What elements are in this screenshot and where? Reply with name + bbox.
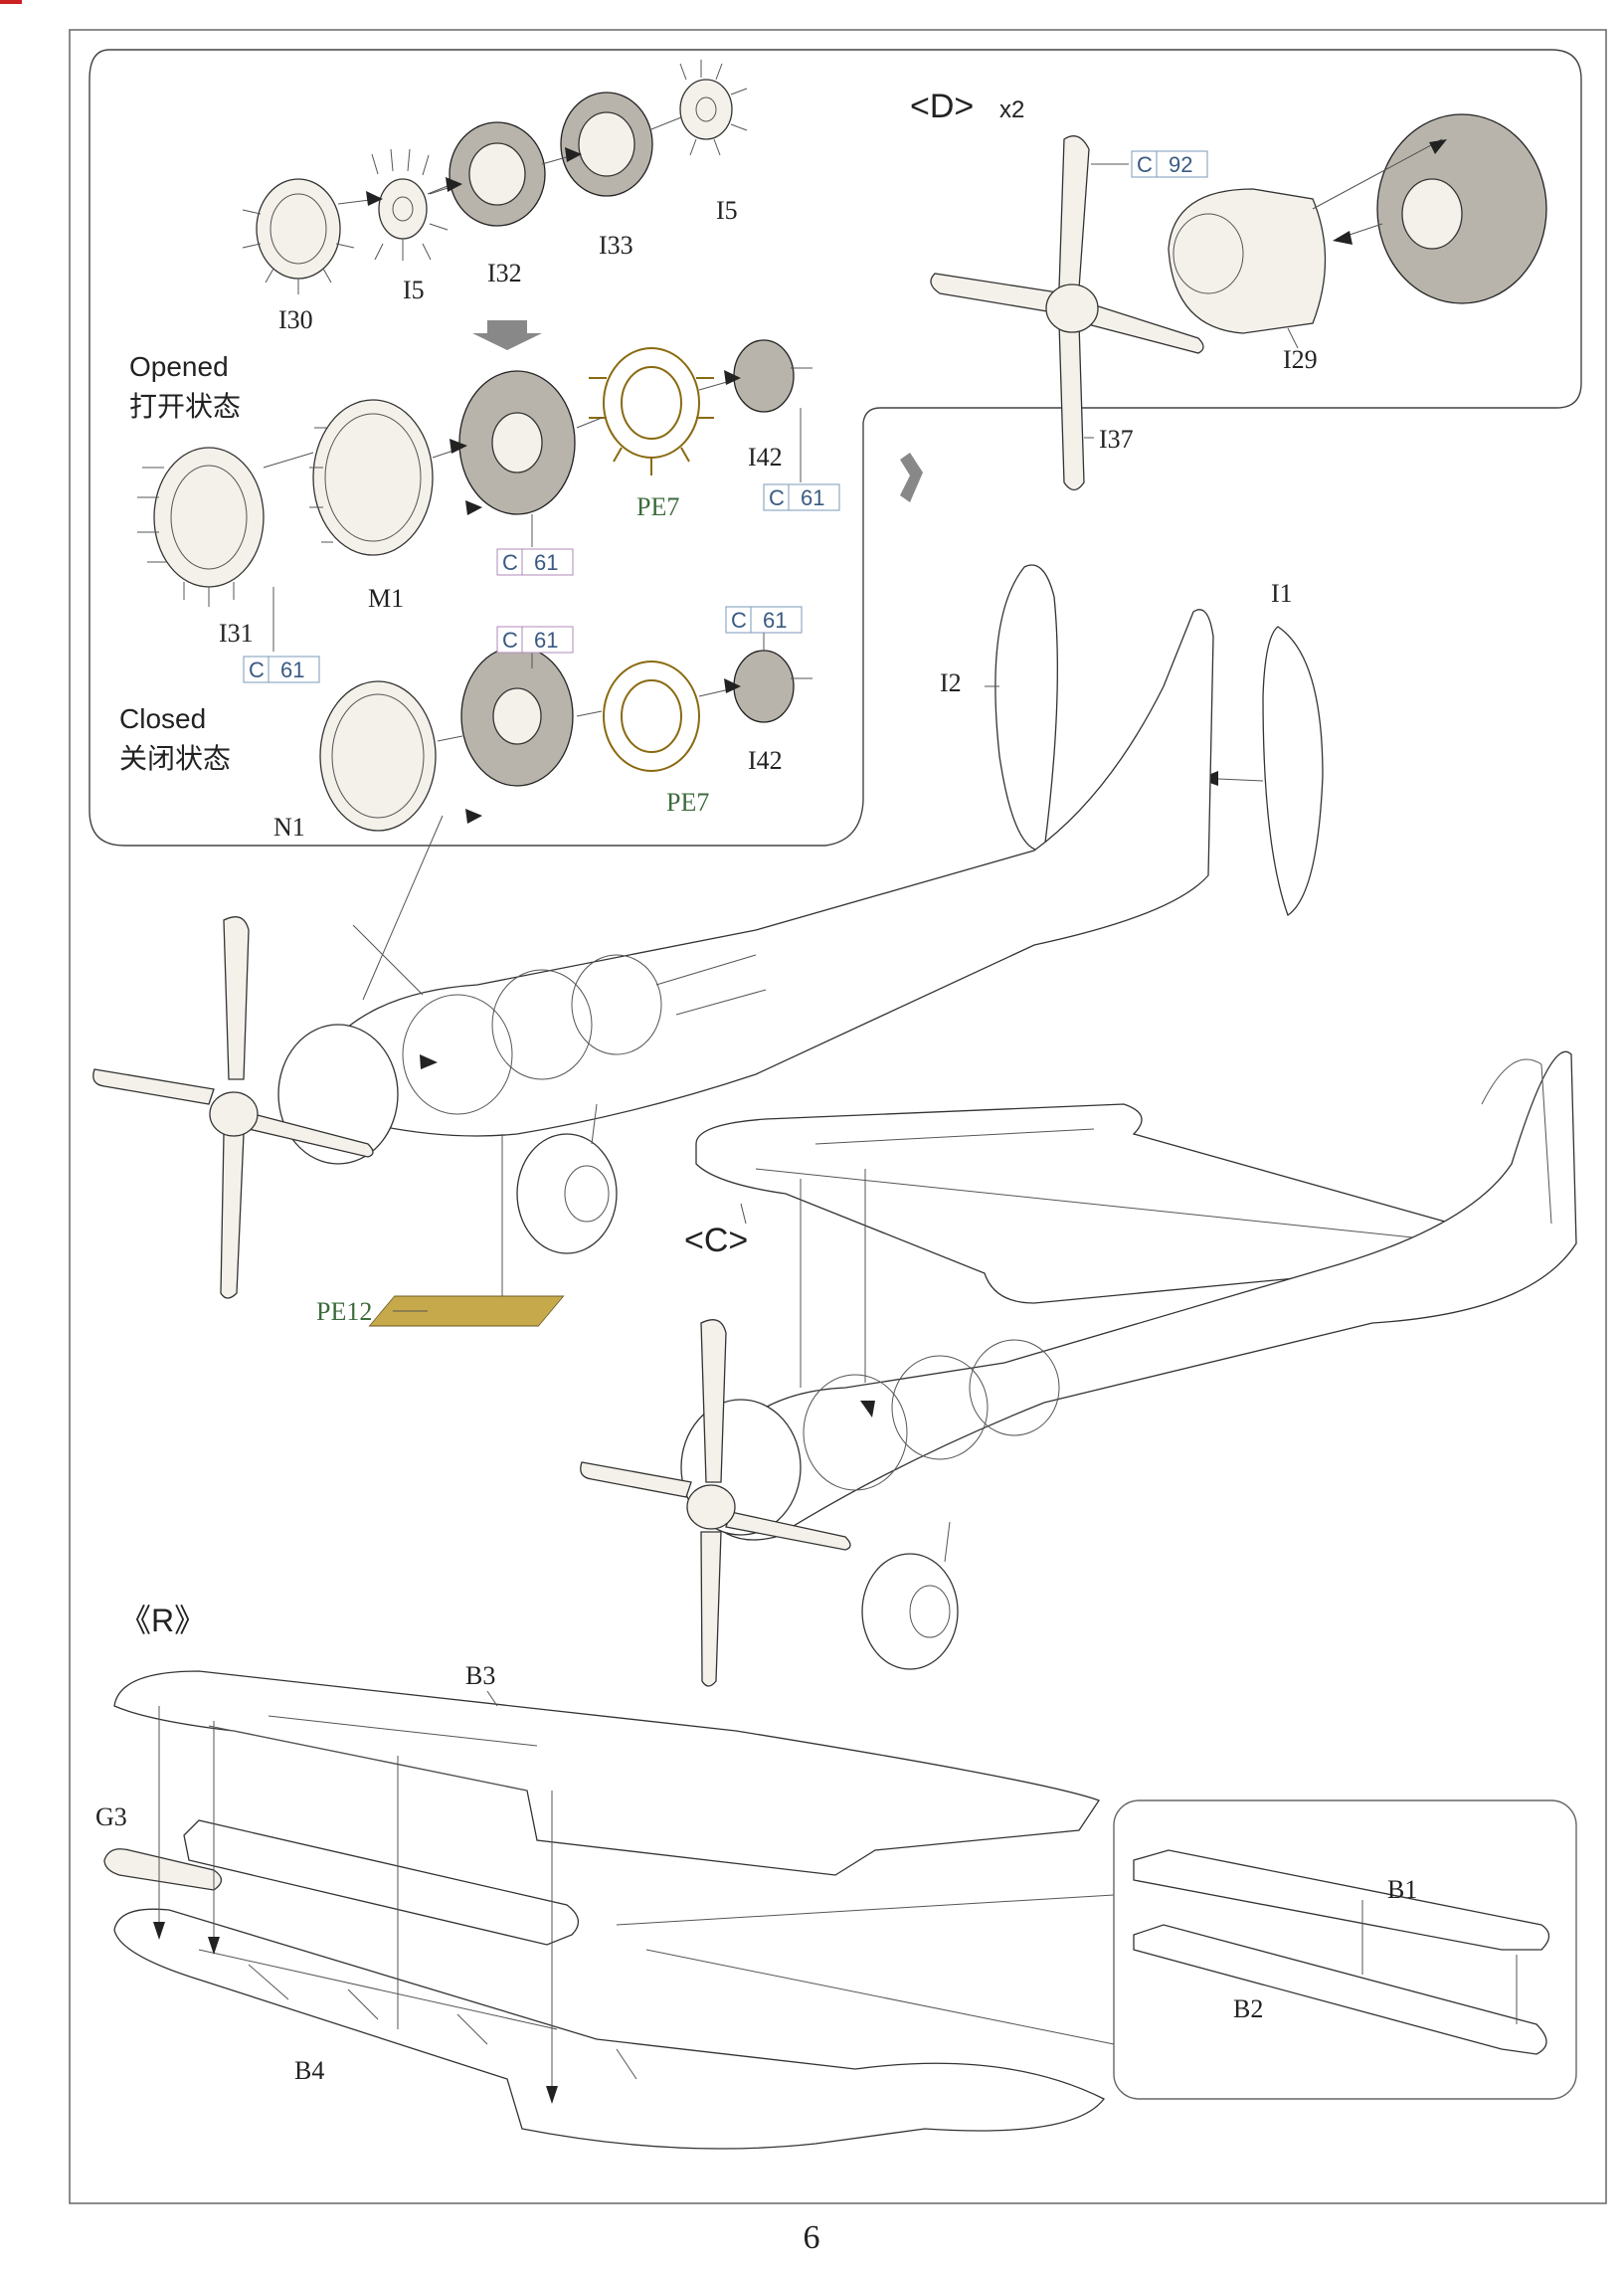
page-number: 6 xyxy=(804,2219,820,2256)
svg-text:61: 61 xyxy=(280,658,304,682)
part-g3-gun-pod xyxy=(103,1848,223,1891)
label-g3: G3 xyxy=(95,1802,127,1831)
part-b1-flap-upper xyxy=(1133,1849,1550,1951)
main-propeller-lower xyxy=(580,1319,851,1687)
label-i33: I33 xyxy=(599,231,633,260)
part-i33-cylinder-row xyxy=(560,92,653,197)
opened-title-en: Opened xyxy=(129,351,229,382)
part-i42-hub-closed xyxy=(733,650,812,723)
part-i37-propeller xyxy=(930,135,1204,491)
svg-text:61: 61 xyxy=(534,550,558,575)
label-i5-a: I5 xyxy=(403,276,425,304)
main-propeller-upper xyxy=(92,916,374,1299)
top-left-tab xyxy=(0,0,22,4)
svg-text:C: C xyxy=(502,628,518,653)
part-i29-spinner-cowl xyxy=(1168,188,1327,334)
part-engine-d xyxy=(1337,113,1547,304)
main-gear-lower xyxy=(861,1521,959,1670)
label-i32: I32 xyxy=(487,259,522,287)
svg-text:C: C xyxy=(249,658,265,682)
part-i5-gear-a xyxy=(371,148,449,261)
color-ref-engine-closed: C 61 xyxy=(496,626,574,668)
part-pe7-exhaust-opened xyxy=(589,347,714,475)
label-m1: M1 xyxy=(368,584,404,613)
subassembly-d: <D> x2 C 92 I37 I2 xyxy=(910,88,1547,491)
svg-text:92: 92 xyxy=(1169,152,1192,177)
label-b3: B3 xyxy=(465,1661,495,1690)
svg-text:C: C xyxy=(731,608,747,633)
svg-text:61: 61 xyxy=(534,628,558,653)
color-ref-propeller: C 92 xyxy=(1091,150,1208,178)
step-right-arrow xyxy=(900,453,923,502)
label-d-multiplier: x2 xyxy=(999,96,1024,123)
color-ref-i42-closed: C 61 xyxy=(725,606,803,652)
part-b3-upper-wing xyxy=(113,1670,1101,1876)
part-i42-hub-opened xyxy=(733,339,812,413)
closed-state-group: Closed 关闭状态 N1 PE7 I42 C 61 xyxy=(119,606,812,842)
svg-text:C: C xyxy=(1137,152,1153,177)
opened-title-cn: 打开状态 xyxy=(129,391,241,422)
label-c: <C> xyxy=(684,1222,748,1259)
closed-title-en: Closed xyxy=(119,703,206,734)
svg-text:C: C xyxy=(769,485,785,510)
label-pe7-closed: PE7 xyxy=(666,788,709,817)
part-i32-cylinder-row xyxy=(449,121,546,227)
part-b4-lower-wing xyxy=(113,1908,1105,2150)
tail-parts: I2 I1 xyxy=(940,564,1324,917)
color-ref-i42-opened: C 61 xyxy=(763,408,840,511)
label-i5-b: I5 xyxy=(716,196,738,225)
svg-text:61: 61 xyxy=(763,608,787,633)
part-n1-cowl xyxy=(319,680,437,832)
part-m1-cowl xyxy=(309,399,434,556)
flap-detail-panel xyxy=(1113,1799,1577,2100)
step-down-arrow xyxy=(472,320,542,350)
label-n1: N1 xyxy=(273,813,305,842)
label-i31: I31 xyxy=(219,619,254,648)
label-i37: I37 xyxy=(1099,425,1134,454)
label-b2: B2 xyxy=(1233,1994,1263,2023)
main-aircraft-lower: <C> xyxy=(580,1050,1577,1687)
label-b4: B4 xyxy=(294,2056,324,2085)
main-gear-upper xyxy=(516,1103,618,1254)
part-i5-gear-b xyxy=(679,60,748,156)
label-i42-closed: I42 xyxy=(748,746,783,775)
part-engine-closed xyxy=(460,646,574,787)
svg-text:C: C xyxy=(502,550,518,575)
label-i2: I2 xyxy=(940,668,962,697)
label-i29: I29 xyxy=(1283,345,1318,374)
closed-title-cn: 关闭状态 xyxy=(119,743,231,774)
part-i30-exhaust-ring xyxy=(242,178,355,294)
label-pe7-opened: PE7 xyxy=(636,492,679,521)
pe12-mesh xyxy=(368,1295,565,1327)
label-b1: B1 xyxy=(1387,1875,1417,1904)
part-i1-rudder xyxy=(1262,626,1324,917)
engine-callout-panel xyxy=(89,49,1582,847)
main-aircraft-upper: PE12 xyxy=(92,609,1214,1327)
label-r: 《R》 xyxy=(119,1603,206,1638)
part-b2-flap-lower xyxy=(1133,1924,1547,2055)
color-ref-i31: C 61 xyxy=(243,587,320,683)
page-frame xyxy=(69,29,1607,2204)
engine-exploded-view: I30 I5 I32 I33 I5 xyxy=(242,60,748,334)
label-i1: I1 xyxy=(1271,579,1293,608)
svg-text:61: 61 xyxy=(801,485,824,510)
part-pe7-exhaust-closed xyxy=(603,661,700,772)
color-ref-engine-opened: C 61 xyxy=(496,514,574,576)
label-i30: I30 xyxy=(278,305,313,334)
part-engine-opened xyxy=(458,370,576,515)
part-i31-cowl-flaps xyxy=(137,447,265,607)
label-i42-opened: I42 xyxy=(748,443,783,472)
label-pe12: PE12 xyxy=(316,1297,372,1326)
opened-state-group: Opened 打开状态 I31 M1 PE xyxy=(129,339,840,683)
label-d: <D> xyxy=(910,88,974,125)
part-i2-rudder-frame xyxy=(994,564,1058,851)
subassembly-r: 《R》 B3 G3 B4 B1 B2 xyxy=(95,1603,1577,2150)
